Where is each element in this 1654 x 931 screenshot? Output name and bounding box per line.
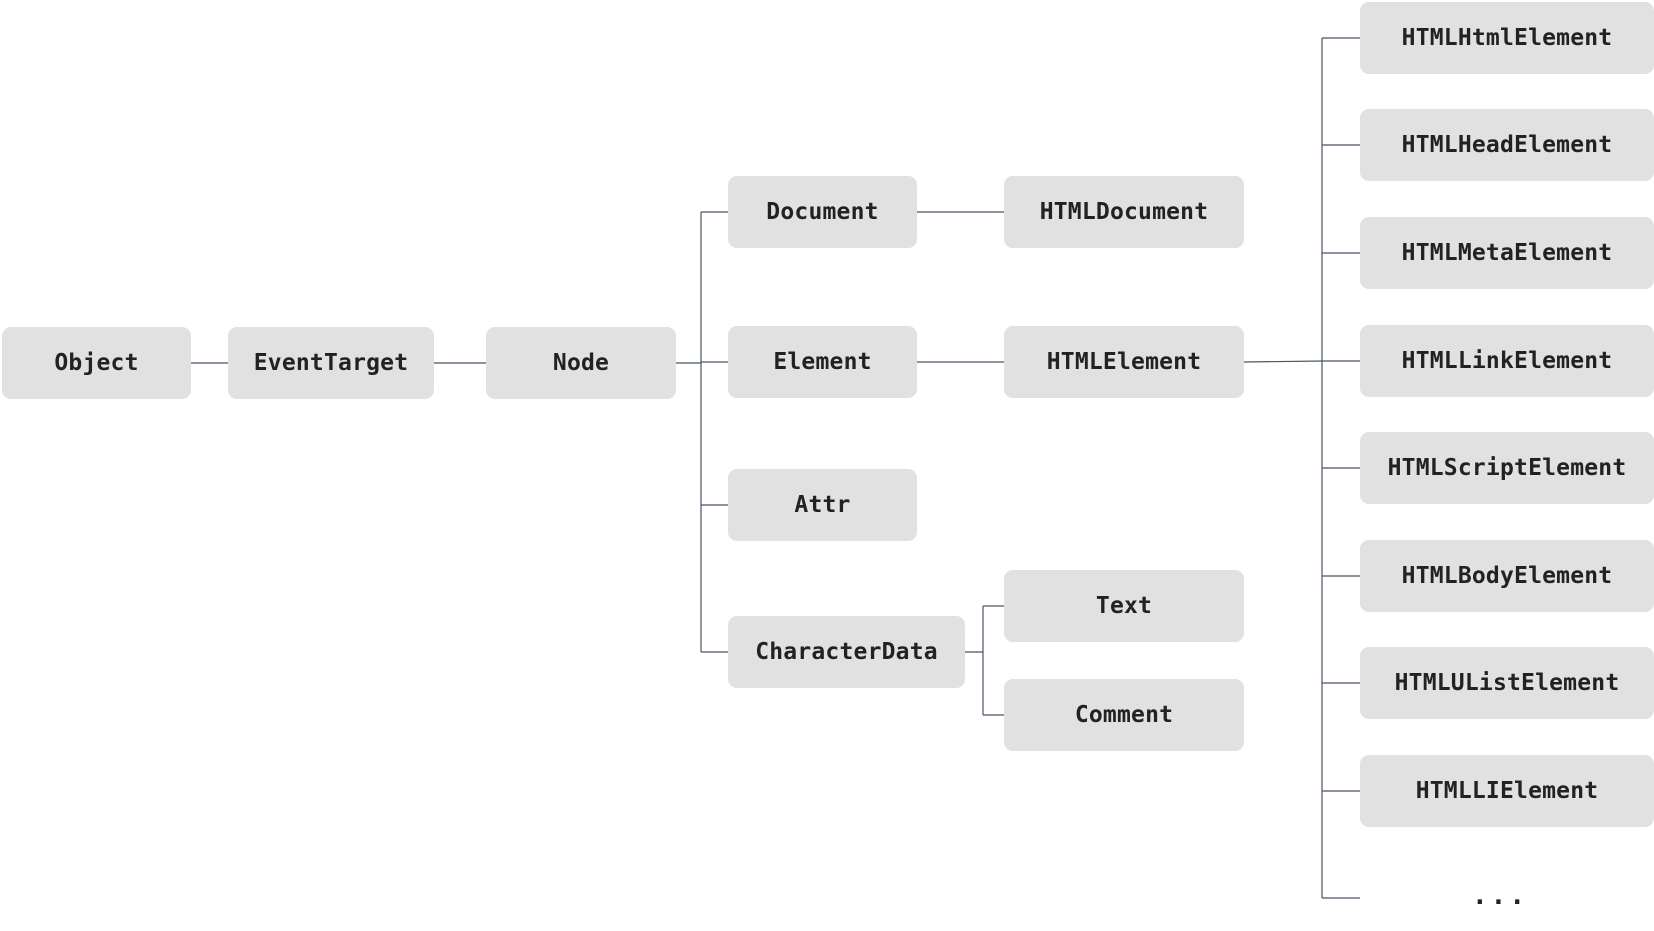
node-htmlmetaelement: HTMLMetaElement (1360, 217, 1654, 289)
node-htmllinkelement: HTMLLinkElement (1360, 325, 1654, 397)
more-elements-ellipsis: ... (1472, 881, 1528, 911)
edge-htmlelement-stub (1243, 360, 1323, 363)
node-node: Node (486, 327, 676, 399)
node-element: Element (728, 326, 917, 398)
node-htmldocument: HTMLDocument (1004, 176, 1244, 248)
node-htmlulistelement: HTMLUListElement (1360, 647, 1654, 719)
node-htmlelement: HTMLElement (1004, 326, 1244, 398)
node-htmlscriptelement: HTMLScriptElement (1360, 432, 1654, 504)
node-attr: Attr (728, 469, 917, 541)
node-eventtarget: EventTarget (228, 327, 434, 399)
node-htmlheadelement: HTMLHeadElement (1360, 109, 1654, 181)
node-htmllielement: HTMLLIElement (1360, 755, 1654, 827)
node-characterdata: CharacterData (728, 616, 965, 688)
node-text: Text (1004, 570, 1244, 642)
node-document: Document (728, 176, 917, 248)
node-object: Object (2, 327, 191, 399)
node-htmlbodyelement: HTMLBodyElement (1360, 540, 1654, 612)
node-comment: Comment (1004, 679, 1244, 751)
node-htmlhtmlelement: HTMLHtmlElement (1360, 2, 1654, 74)
